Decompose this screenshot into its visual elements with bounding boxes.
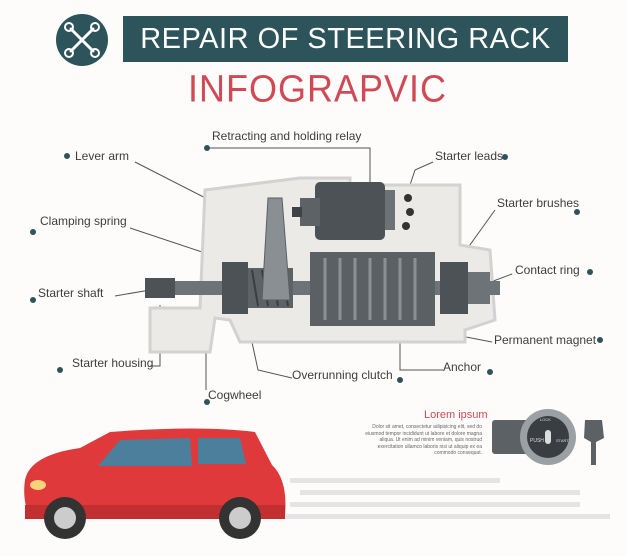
ignition-start-text: START xyxy=(556,438,569,443)
label-anchor: Anchor xyxy=(443,360,482,374)
info-title: Lorem ipsum xyxy=(424,409,488,421)
label-starter-housing: Starter housing xyxy=(72,356,154,370)
label-permanent-magnet: Permanent magnet xyxy=(494,333,597,347)
label-dots xyxy=(30,145,603,405)
info-body: Dolor sit amet, consectetur adipisicing … xyxy=(365,424,482,456)
ignition-switch xyxy=(492,409,604,465)
label-clamping-spring: Clamping spring xyxy=(40,214,127,228)
crossed-wrenches-icon xyxy=(64,22,100,58)
lever-arm xyxy=(261,197,291,301)
ignition-push-text: PUSH xyxy=(530,438,544,444)
label-starter-shaft: Starter shaft xyxy=(38,286,104,300)
label-contact-ring: Contact ring xyxy=(515,263,580,277)
page-title: REPAIR OF STEERING RACK xyxy=(123,16,568,62)
car xyxy=(24,428,286,539)
label-lever-arm: Lever arm xyxy=(75,149,130,163)
armature xyxy=(310,252,435,326)
label-starter-brushes: Starter brushes xyxy=(497,196,580,210)
cogwheel xyxy=(222,262,248,314)
label-overrunning-clutch: Overrunning clutch xyxy=(292,368,393,382)
relay xyxy=(292,182,414,240)
page-subtitle: INFOGRAPVIC xyxy=(188,66,448,110)
road-lines xyxy=(280,478,610,519)
ignition-lock-text: LOCK xyxy=(540,417,551,422)
label-starter-leads: Starter leads xyxy=(435,149,504,163)
label-cogwheel: Cogwheel xyxy=(208,388,262,402)
logo xyxy=(56,14,108,66)
contact-ring xyxy=(440,262,468,314)
label-relay: Retracting and holding relay xyxy=(212,129,362,143)
